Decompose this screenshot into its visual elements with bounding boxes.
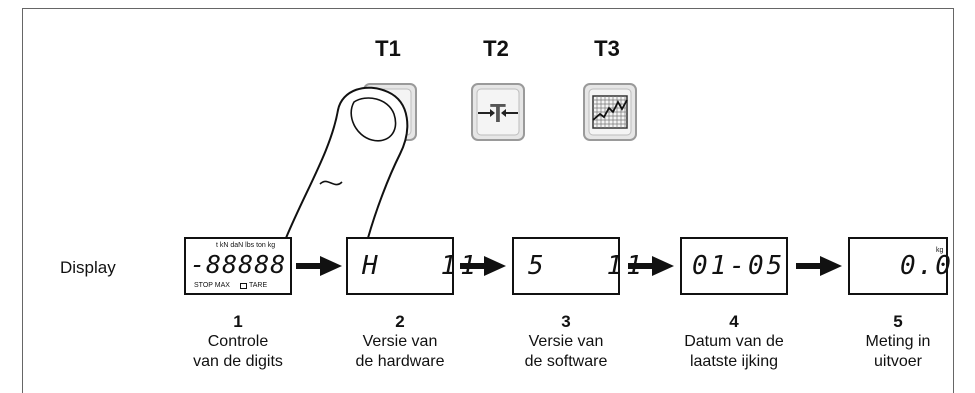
caption-line: Versie van [362, 333, 438, 350]
key-title-t3: T3 [594, 36, 620, 61]
lcd-software: 5 11 [512, 237, 642, 295]
lcd-tare-word: TARE [249, 282, 268, 289]
caption-line: de software [524, 353, 608, 370]
step-number: 1 [233, 312, 243, 331]
step-number: 4 [729, 312, 739, 331]
arrow-right-icon [628, 256, 674, 276]
arrow-right-icon [796, 256, 842, 276]
frame-right-border [953, 8, 954, 393]
step-caption: Datum van de laatste ijking [654, 332, 814, 372]
key-title-t2: T2 [483, 36, 509, 61]
caption-line: laatste ijking [689, 353, 779, 370]
lcd-all-digits: t kN daN lbs ton kg -88888 STOP MAX TARE [184, 237, 292, 295]
caption-line: de hardware [355, 353, 445, 370]
finger-illustration [285, 86, 409, 239]
caption-line: uitvoer [873, 353, 923, 370]
caption-line: Datum van de [684, 333, 784, 350]
frame-left-border [22, 8, 23, 393]
lcd-reading-text: 0.0 [900, 251, 953, 281]
lcd-status-row: STOP MAX [194, 282, 230, 289]
display-label: Display [60, 258, 116, 277]
step-number: 3 [561, 312, 571, 331]
step-number: 2 [395, 312, 405, 331]
lcd-hardware: H 11 [346, 237, 476, 295]
lcd-date: 01-05 [680, 237, 788, 295]
graph-icon [592, 95, 628, 129]
step-caption: Versie van de hardware [320, 332, 480, 372]
lcd-digits: -88888 [190, 250, 287, 279]
key-t3[interactable] [582, 82, 638, 142]
frame-top-border [22, 8, 953, 9]
step-caption: Meting in uitvoer [818, 332, 975, 372]
step-caption: Controle van de digits [158, 332, 318, 372]
caption-line: Meting in [865, 333, 931, 350]
key-t2[interactable]: T [470, 82, 526, 142]
key-title-t1: T1 [375, 36, 401, 61]
battery-icon [240, 283, 247, 289]
caption-line: Controle [207, 333, 269, 350]
arrow-right-icon [296, 256, 342, 276]
caption-line: van de digits [193, 353, 283, 370]
svg-text:T: T [490, 98, 506, 128]
lcd-date-text: 01-05 [692, 251, 786, 281]
caption-line: Versie van [528, 333, 604, 350]
arrow-right-icon [460, 256, 506, 276]
step-caption: Versie van de software [486, 332, 646, 372]
lcd-units-row: t kN daN lbs ton kg [216, 242, 276, 249]
lcd-reading: kg 0.0 [848, 237, 951, 295]
lcd-reading-unit: kg [936, 247, 944, 254]
tare-icon: T [478, 98, 518, 128]
step-number: 5 [893, 312, 903, 331]
